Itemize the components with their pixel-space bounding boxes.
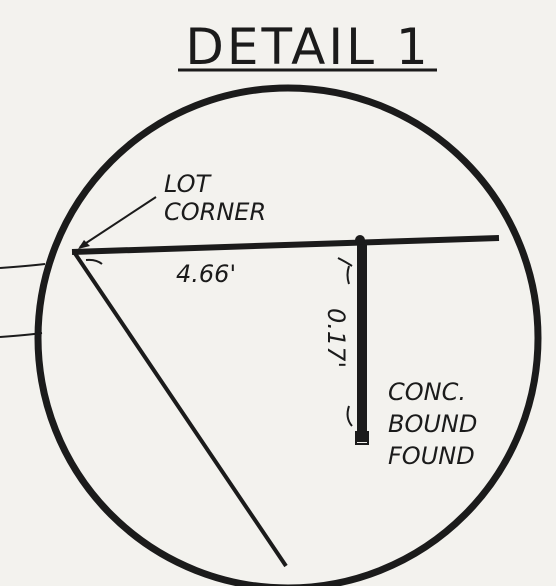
conc-bound-marker [355,431,369,445]
left-leader-lower [0,332,43,338]
bound-label-line2: BOUND [388,410,477,438]
detail-title: DETAIL 1 [185,18,430,76]
dim-tick-top [346,265,350,285]
bound-label-line1: CONC. [388,378,466,406]
lot-corner-label-line1: LOT [164,170,213,198]
bound-offset-bar [357,240,367,442]
dim-tick-bottom [346,405,353,427]
diagonal-line [72,250,288,568]
lot-corner-arrowhead [78,240,90,249]
bound-label-line3: FOUND [388,442,475,470]
lot-corner-label-line2: CORNER [164,198,266,226]
lot-corner-leader [79,196,157,248]
lot-line [71,235,500,255]
detail-circle [34,84,542,586]
left-leader-upper [0,263,46,269]
dim-tick-right [337,257,353,267]
horizontal-distance-label: 4.66' [176,260,236,288]
vertical-distance-label: 0.17' [322,308,350,368]
bound-top-point [355,235,365,245]
dim-tick-left [85,258,103,265]
